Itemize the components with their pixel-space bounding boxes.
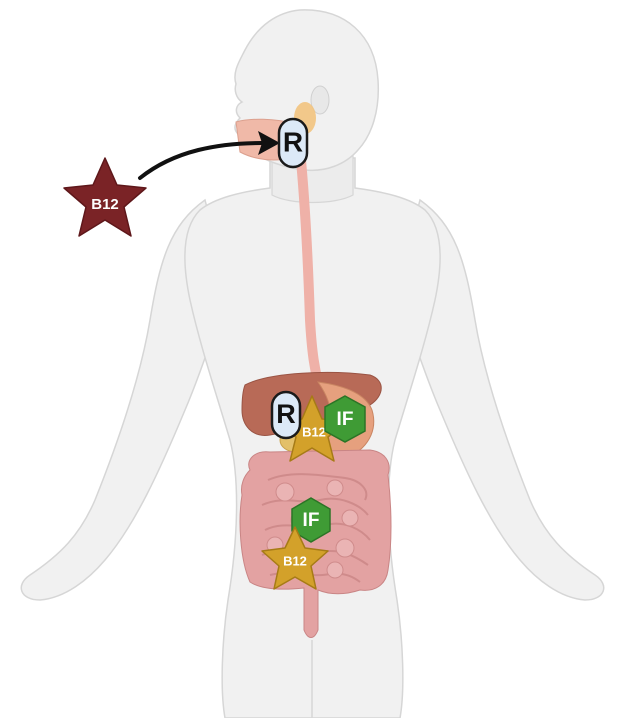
dietary-b12-marker: B12	[64, 158, 146, 236]
dietary-b12-label: B12	[91, 196, 119, 213]
stomach-if-marker: IF	[325, 396, 365, 442]
mouth-r-label: R	[283, 126, 303, 157]
stomach-r-label: R	[276, 399, 296, 429]
intestine-if-label: IF	[303, 510, 320, 531]
stomach-b12-label: B12	[302, 424, 326, 439]
stomach-r-protein-marker: R	[272, 392, 300, 438]
intestine-b12-label: B12	[283, 553, 307, 568]
mouth-r-protein-marker: R	[279, 119, 307, 167]
stomach-if-label: IF	[337, 409, 354, 430]
